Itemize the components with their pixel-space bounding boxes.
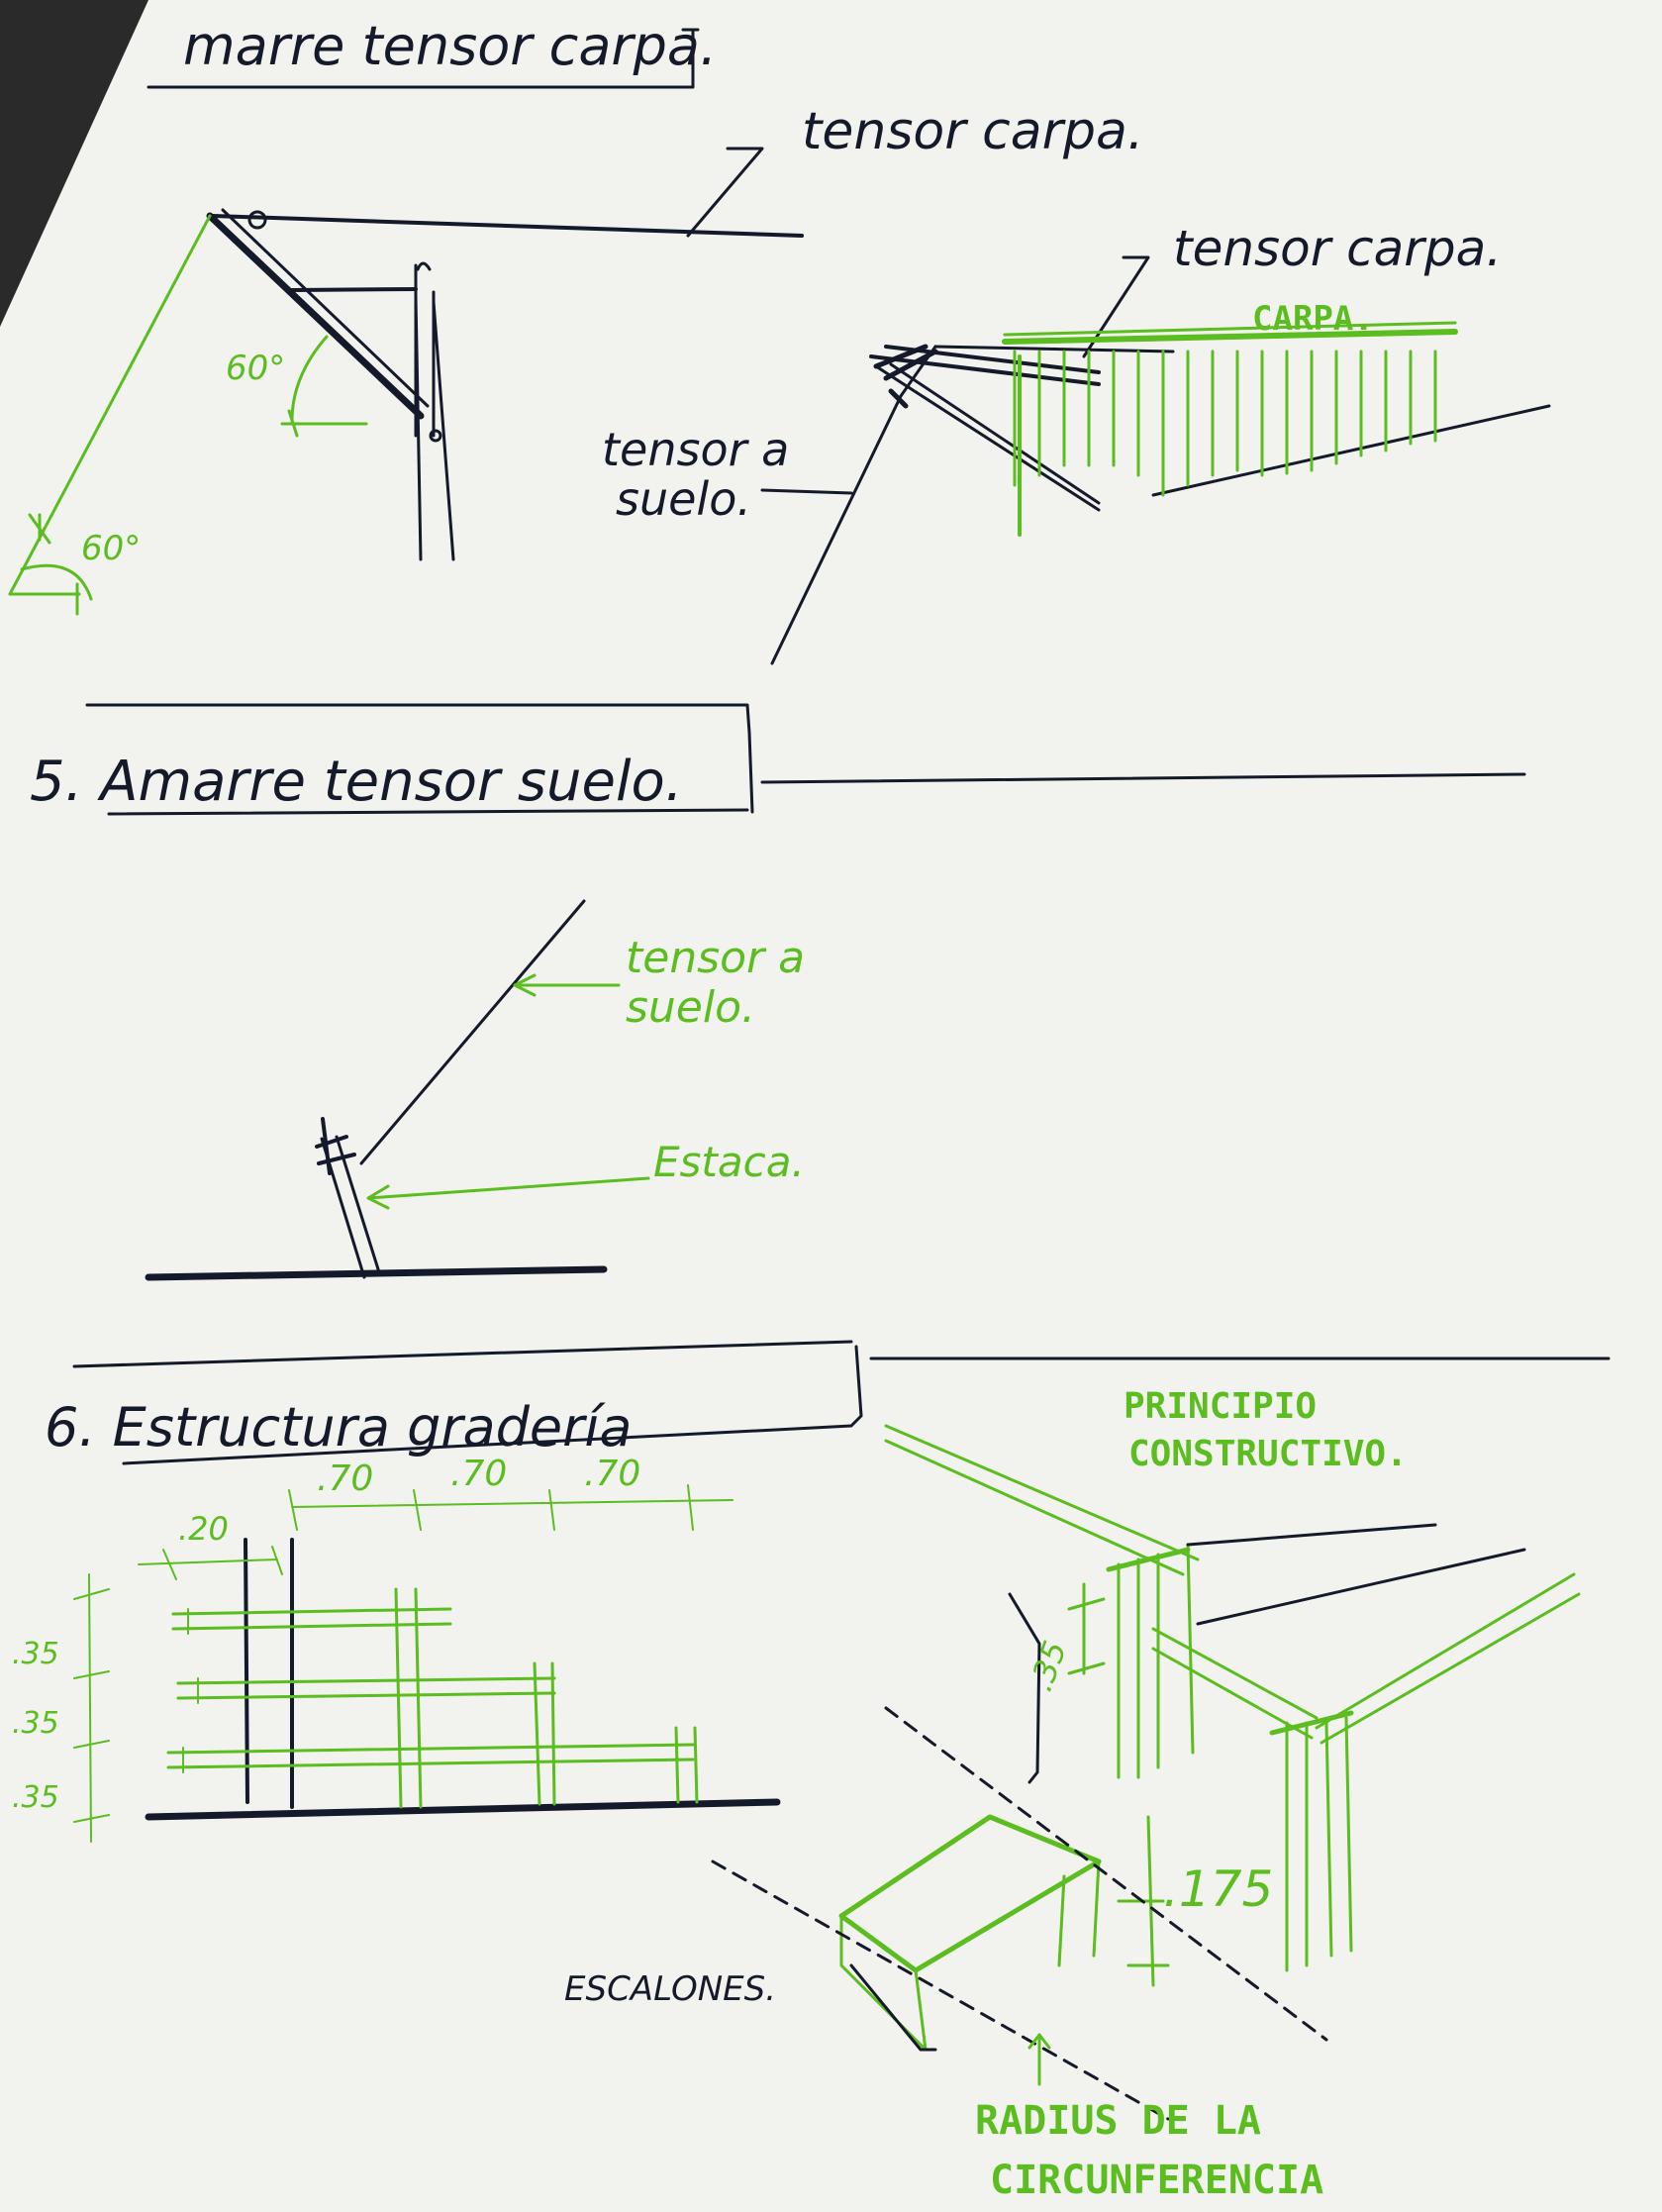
section-5-title: 5. Amarre tensor suelo. bbox=[30, 750, 683, 814]
dim-h35a: .35 bbox=[12, 1637, 59, 1671]
tent-canopy-detail bbox=[760, 255, 1551, 665]
section-6: 6. Estructura gradería .20 .70 .70 .70 .… bbox=[12, 1340, 1611, 2203]
carpa-label: CARPA. bbox=[1252, 299, 1374, 339]
dim-w70c: .70 bbox=[584, 1454, 640, 1494]
tensor-suelo-green-line2: suelo. bbox=[626, 982, 755, 1033]
stake-arrows bbox=[366, 973, 650, 1210]
dim-h175: .175 bbox=[1163, 1860, 1273, 1918]
section-5-frame bbox=[85, 703, 1526, 816]
section-4-title-frame bbox=[147, 28, 700, 89]
tensor-carpa-label-2: tensor carpa. bbox=[1173, 220, 1502, 277]
dim-w20: .20 bbox=[178, 1510, 229, 1548]
radius-lines bbox=[711, 1706, 1328, 2121]
principio-line1: PRINCIPIO bbox=[1124, 1386, 1317, 1427]
tensor-suelo-label-line1: tensor a bbox=[602, 423, 789, 476]
bleacher-dimension-lines bbox=[73, 1484, 733, 1843]
angle-ground-label: 60° bbox=[81, 529, 141, 568]
iso-frame-principle bbox=[884, 1424, 1581, 1972]
radius-label-line2: CIRCUNFERENCIA bbox=[990, 2158, 1323, 2203]
section-4: marre tensor carpa. 60° 60° tensor carpa… bbox=[8, 15, 1551, 665]
estaca-label: Estaca. bbox=[653, 1138, 805, 1186]
dim-h35b: .35 bbox=[12, 1706, 59, 1741]
section-4-title: marre tensor carpa. bbox=[183, 15, 717, 77]
dim-w70b: .70 bbox=[450, 1454, 507, 1494]
mast-bracket-detail bbox=[206, 147, 804, 561]
stake-detail bbox=[145, 899, 608, 1281]
tensor-suelo-green-line1: tensor a bbox=[626, 933, 805, 983]
radius-arrow bbox=[1027, 2033, 1051, 2086]
angle-top-label: 60° bbox=[226, 349, 285, 388]
principio-line2: CONSTRUCTIVO. bbox=[1128, 1434, 1408, 1474]
step-module bbox=[838, 1814, 1170, 2052]
tensor-suelo-label-line2: suelo. bbox=[616, 472, 751, 526]
escalones-label: ESCALONES. bbox=[564, 1969, 776, 2009]
radius-label-line1: RADIUS DE LA bbox=[975, 2098, 1261, 2144]
guy-wire-left bbox=[8, 214, 368, 616]
bleacher-members bbox=[166, 1587, 699, 1809]
section-6-title: 6. Estructura gradería bbox=[45, 1396, 632, 1458]
section-6-frame bbox=[72, 1340, 1611, 1465]
dim-h35c: .35 bbox=[12, 1780, 59, 1815]
bleacher-elevation bbox=[145, 1538, 781, 1821]
iso-frame-ink bbox=[1008, 1523, 1526, 1784]
section-5: 5. Amarre tensor suelo. tensor a suelo. … bbox=[30, 703, 1526, 1281]
canopy-fabric bbox=[1002, 321, 1458, 537]
tensor-carpa-label-1: tensor carpa. bbox=[802, 102, 1143, 161]
dim-w70a: .70 bbox=[317, 1458, 373, 1499]
